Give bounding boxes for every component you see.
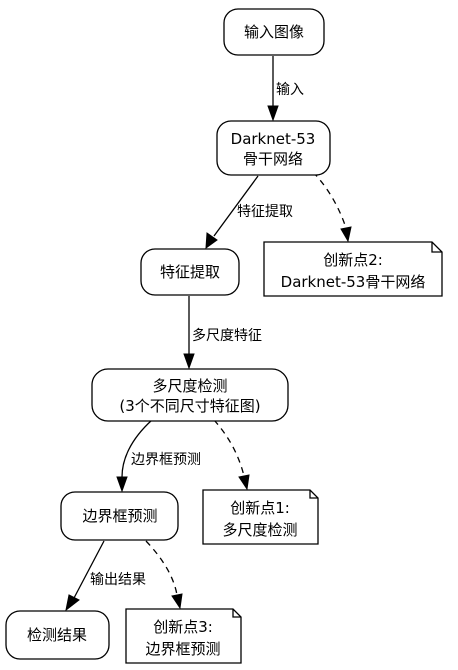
node-backbone-line2: 骨干网络	[243, 150, 303, 168]
note-innovation-2-line2: Darknet-53骨干网络	[281, 273, 426, 291]
edge-bbox-prediction: 边界框预测	[116, 419, 201, 493]
edge-feature-extraction: 特征提取	[205, 175, 293, 250]
node-feature-extraction: 特征提取	[140, 248, 240, 296]
edge-note2	[312, 171, 352, 243]
node-backbone: Darknet-53 骨干网络	[216, 120, 331, 176]
node-multiscale-detection: 多尺度检测 (3个不同尺寸特征图)	[91, 368, 289, 422]
node-bbox-prediction: 边界框预测	[60, 491, 179, 541]
note-innovation-3-line2: 边界框预测	[145, 640, 220, 658]
edge-note1	[213, 419, 250, 491]
note-innovation-3: 创新点3: 边界框预测	[125, 608, 242, 664]
node-bbox-prediction-label: 边界框预测	[82, 507, 157, 525]
node-input-image: 输入图像	[223, 8, 325, 56]
node-multiscale-line2: (3个不同尺寸特征图)	[119, 397, 260, 415]
note-innovation-1-line1: 创新点1:	[230, 499, 290, 517]
node-feature-extraction-label: 特征提取	[160, 263, 220, 281]
edge-input: 输入	[267, 56, 304, 122]
node-detection-result-label: 检测结果	[27, 626, 87, 644]
edge-label-input: 输入	[276, 82, 304, 98]
edge-label-output-result: 输出结果	[90, 572, 146, 588]
node-detection-result: 检测结果	[5, 610, 110, 660]
edge-label-bbox-prediction: 边界框预测	[131, 452, 201, 468]
edge-label-multiscale-features: 多尺度特征	[192, 327, 262, 344]
note-innovation-2-line1: 创新点2:	[323, 251, 383, 269]
edge-multiscale-features: 多尺度特征	[183, 296, 262, 370]
node-input-image-label: 输入图像	[244, 23, 304, 41]
edge-output-result: 输出结果	[65, 540, 146, 612]
node-multiscale-line1: 多尺度检测	[152, 377, 227, 395]
edge-label-feature-extraction: 特征提取	[237, 204, 293, 220]
note-innovation-1-line2: 多尺度检测	[222, 521, 297, 539]
note-innovation-1: 创新点1: 多尺度检测	[202, 489, 319, 545]
node-backbone-line1: Darknet-53	[231, 130, 316, 148]
note-innovation-3-line1: 创新点3:	[153, 618, 213, 636]
note-innovation-2: 创新点2: Darknet-53骨干网络	[263, 241, 443, 297]
edge-note3	[145, 540, 183, 610]
